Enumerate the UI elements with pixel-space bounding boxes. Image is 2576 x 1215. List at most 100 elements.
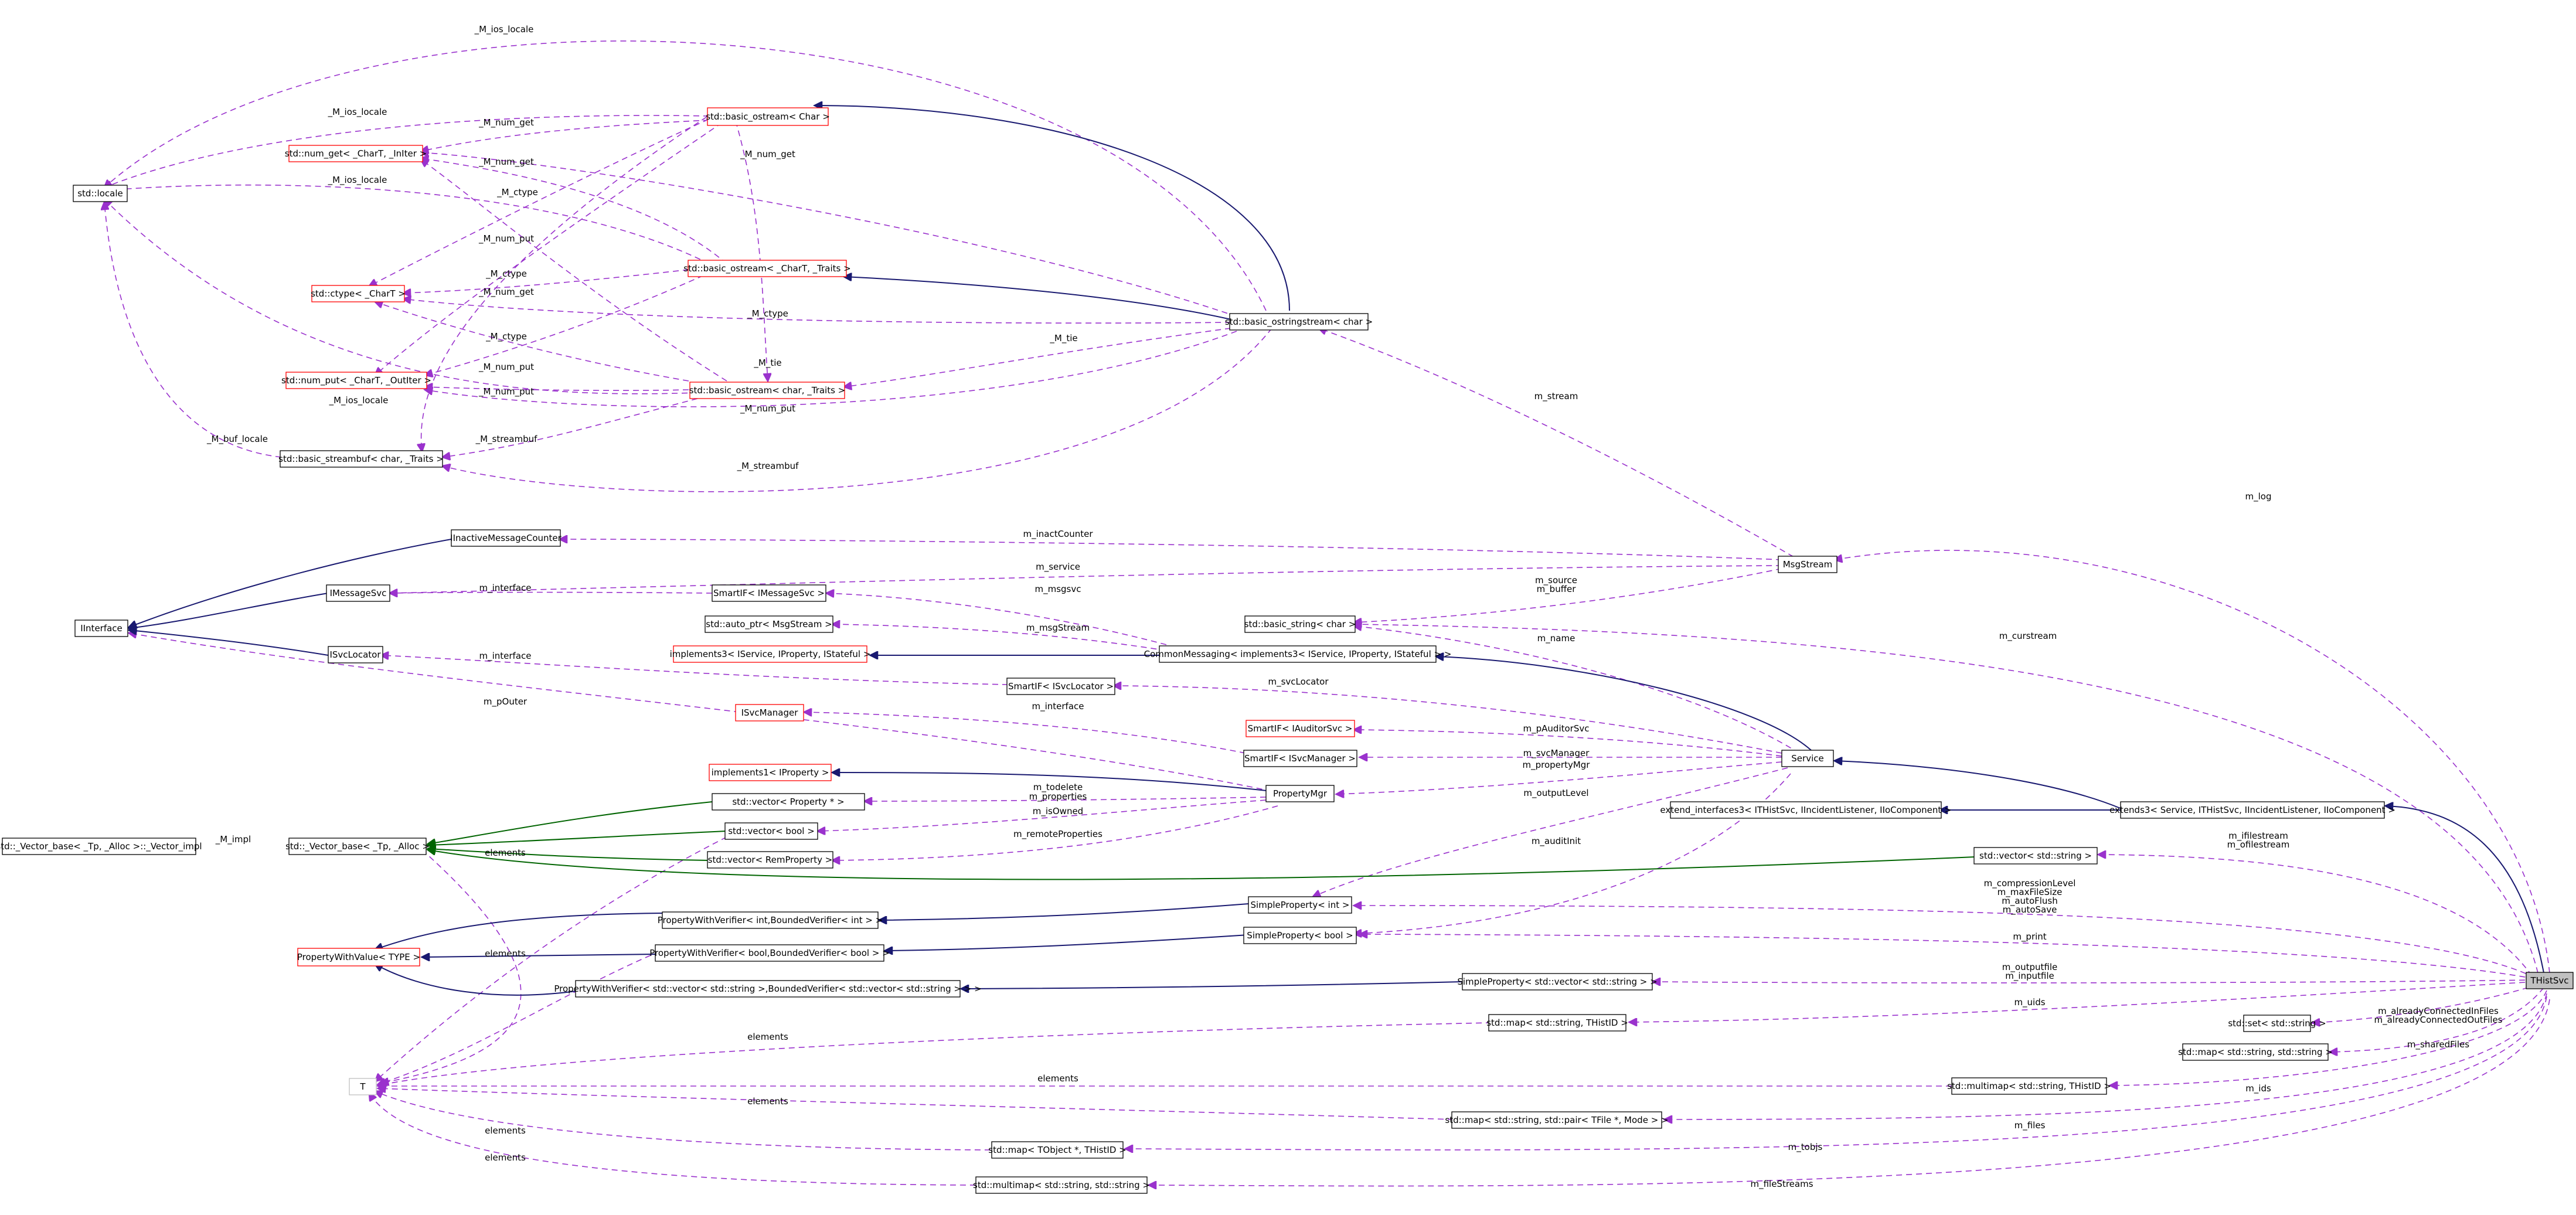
edge-ostream-char-locale	[104, 115, 710, 188]
edge-ostream-char-traits-locale	[104, 199, 698, 394]
edge-vector-bool-T	[375, 836, 727, 1081]
node-propertymgr[interactable]: PropertyMgr	[1265, 785, 1335, 802]
node-label: PropertyWithValue< TYPE >	[297, 952, 420, 962]
node-extend-interfaces3[interactable]: extend_interfaces3< ITHistSvc, IIncident…	[1660, 801, 1952, 819]
edge-label: m_sharedFiles	[2407, 1039, 2469, 1050]
node-vector-base-impl[interactable]: std::_Vector_base< _Tp, _Alloc >::_Vecto…	[0, 838, 202, 855]
edge-vector-bool-vectorbase	[428, 831, 727, 845]
edge-ostream-char-numput	[375, 111, 739, 375]
edge-label: _M_ctype	[747, 308, 788, 319]
node-label: Service	[1791, 753, 1823, 764]
edge-service-basicstring	[1354, 626, 1800, 754]
node-pwv-vector-string[interactable]: PropertyWithVerifier< std::vector< std::…	[554, 980, 982, 998]
node-map-tobject-thistid[interactable]: std::map< TObject *, THistID >	[988, 1141, 1127, 1159]
node-basic-string[interactable]: std::basic_string< char >	[1244, 615, 1356, 633]
edge-label: _M_streambuf	[475, 434, 538, 445]
node-label: ISvcLocator	[329, 649, 381, 660]
node-inactive-counter[interactable]: IInactiveMessageCounter	[450, 529, 562, 547]
node-label: implements3< IService, IProperty, IState…	[670, 649, 871, 659]
edge-label: m_svcManager	[1523, 748, 1590, 759]
edge-label: m_msgsvc	[1035, 584, 1081, 595]
node-implements3[interactable]: implements3< IService, IProperty, IState…	[670, 645, 871, 663]
node-basic-ostream-char-traits[interactable]: std::basic_ostream< char, _Traits >	[689, 382, 846, 399]
edge-ostringstream-streambuf	[443, 328, 1272, 492]
node-implements1-iproperty[interactable]: implements1< IProperty >	[709, 764, 832, 781]
node-label: std::auto_ptr< MsgStream >	[706, 619, 832, 630]
node-isvclocator[interactable]: ISvcLocator	[328, 646, 383, 663]
node-basic-streambuf[interactable]: std::basic_streambuf< char, _Traits >	[278, 450, 444, 468]
node-smartif-isvclocator[interactable]: SmartIF< ISvcLocator >	[1006, 678, 1115, 695]
edge-thistsvc-basicstring	[1354, 624, 2538, 974]
node-ctype[interactable]: std::ctype< _CharT >	[311, 285, 406, 302]
edge-thistsvc-multimap-string	[1149, 999, 2550, 1186]
node-label: CommonMessaging< implements3< IService, …	[1144, 649, 1452, 659]
node-std-locale[interactable]: std::locale	[73, 185, 128, 202]
node-pwv-bool[interactable]: PropertyWithVerifier< bool,BoundedVerifi…	[649, 944, 890, 962]
edge-thistsvc-set-string	[2312, 984, 2538, 1023]
node-basic-ostream-char[interactable]: std::basic_ostream< Char >	[706, 107, 830, 126]
edge-label: _M_ios_locale	[328, 175, 387, 186]
edge-label: m_uids	[2014, 997, 2045, 1008]
edge-label: _M_ios_locale	[329, 395, 389, 406]
edge-label: m_ofilestream	[2227, 839, 2290, 850]
node-label: std::map< std::string, std::pair< TFile …	[1445, 1115, 1668, 1125]
node-vector-bool[interactable]: std::vector< bool >	[724, 822, 818, 840]
node-map-string-pair[interactable]: std::map< std::string, std::pair< TFile …	[1445, 1111, 1669, 1129]
node-smartif-imessagesvc[interactable]: SmartIF< IMessageSvc >	[712, 584, 826, 602]
node-label: extend_interfaces3< ITHistSvc, IIncident…	[1660, 805, 1951, 816]
node-basic-ostringstream[interactable]: std::basic_ostringstream< char >	[1225, 313, 1373, 331]
node-num-put[interactable]: std::num_put< _CharT, _OutIter >	[281, 372, 431, 389]
node-multimap-string-string[interactable]: std::multimap< std::string, std::string …	[973, 1176, 1150, 1194]
node-imessagesvc[interactable]: IMessageSvc	[326, 584, 390, 602]
node-map-string-thistid[interactable]: std::map< std::string, THistID >	[1486, 1014, 1628, 1032]
node-interface[interactable]: IInterface	[74, 620, 128, 637]
node-label: PropertyWithVerifier< std::vector< std::…	[554, 983, 981, 994]
edge-label: elements	[485, 948, 526, 959]
edge-ostream-traits-numget	[421, 158, 727, 264]
node-isvcmanager[interactable]: ISvcManager	[735, 704, 804, 721]
edge-ostream-traits-ctype	[403, 269, 689, 293]
node-propertywithvalue[interactable]: PropertyWithValue< TYPE >	[297, 948, 420, 966]
node-smartif-isvcmanager[interactable]: SmartIF< ISvcManager >	[1243, 750, 1357, 767]
edge-thistsvc-map-pair	[1665, 993, 2547, 1119]
node-msgstream[interactable]: MsgStream	[1778, 556, 1837, 573]
node-common-messaging[interactable]: CommonMessaging< implements3< IService, …	[1144, 645, 1452, 663]
node-num-get[interactable]: std::num_get< _CharT, _InIter >	[285, 145, 427, 162]
edge-map-thistid-T	[378, 1022, 1492, 1085]
node-label: std::basic_ostringstream< char >	[1225, 316, 1373, 328]
edge-commonmsg-auto-ptr	[832, 624, 1167, 651]
node-smartif-iauditorsvc[interactable]: SmartIF< IAuditorSvc >	[1246, 720, 1355, 737]
node-map-string-string[interactable]: std::map< std::string, std::string >	[2178, 1043, 2333, 1061]
node-multimap-string-thistid[interactable]: std::multimap< std::string, THistID >	[1947, 1077, 2111, 1095]
node-service[interactable]: Service	[1781, 750, 1834, 767]
node-simpleproperty-vector-string[interactable]: SimpleProperty< std::vector< std::string…	[1457, 973, 1658, 991]
inheritance-edges	[129, 105, 2544, 996]
node-label: std::num_get< _CharT, _InIter >	[285, 148, 427, 159]
edge-label: m_todelete	[1033, 782, 1083, 793]
node-vector-string[interactable]: std::vector< std::string >	[1973, 847, 2098, 865]
node-pwv-int[interactable]: PropertyWithVerifier< int,BoundedVerifie…	[658, 911, 883, 929]
edge-label: m_ids	[2245, 1083, 2271, 1094]
node-vector-property[interactable]: std::vector< Property * >	[712, 793, 865, 811]
edge-propertymgr-implements1	[832, 772, 1272, 792]
edge-ostringstream-tie	[844, 328, 1231, 387]
node-extends3[interactable]: extends3< Service, ITHistSvc, IIncidentL…	[2109, 801, 2395, 819]
edge-label: _M_num_put	[740, 403, 795, 414]
edge-label: _M_num_get	[478, 156, 534, 168]
edge-label: m_stream	[1534, 391, 1578, 402]
edge-smartif-svcmanager-isvcmanager	[804, 712, 1246, 754]
node-basic-ostream-traits[interactable]: std::basic_ostream< _CharT, _Traits >	[683, 260, 851, 277]
node-set-string[interactable]: std::set< std::string >	[2228, 1015, 2326, 1032]
node-simpleproperty-int[interactable]: SimpleProperty< int >	[1248, 896, 1352, 914]
node-thistsvc[interactable]: THistSvc	[2526, 972, 2574, 989]
node-simpleproperty-bool[interactable]: SimpleProperty< bool >	[1243, 927, 1357, 944]
edge-ostream-char-traits-numput	[425, 387, 689, 390]
node-auto-ptr-msgstream[interactable]: std::auto_ptr< MsgStream >	[705, 615, 833, 633]
node-T[interactable]: T	[349, 1078, 377, 1095]
node-label: std::ctype< _CharT >	[311, 288, 406, 300]
edge-label: m_curstream	[1999, 631, 2057, 642]
edge-ostringstream-ostream-char	[815, 105, 1290, 311]
edge-label: m_files	[2014, 1120, 2046, 1131]
node-vector-remproperty[interactable]: std::vector< RemProperty >	[707, 851, 833, 869]
node-vector-base[interactable]: std::_Vector_base< _Tp, _Alloc >	[285, 838, 430, 855]
